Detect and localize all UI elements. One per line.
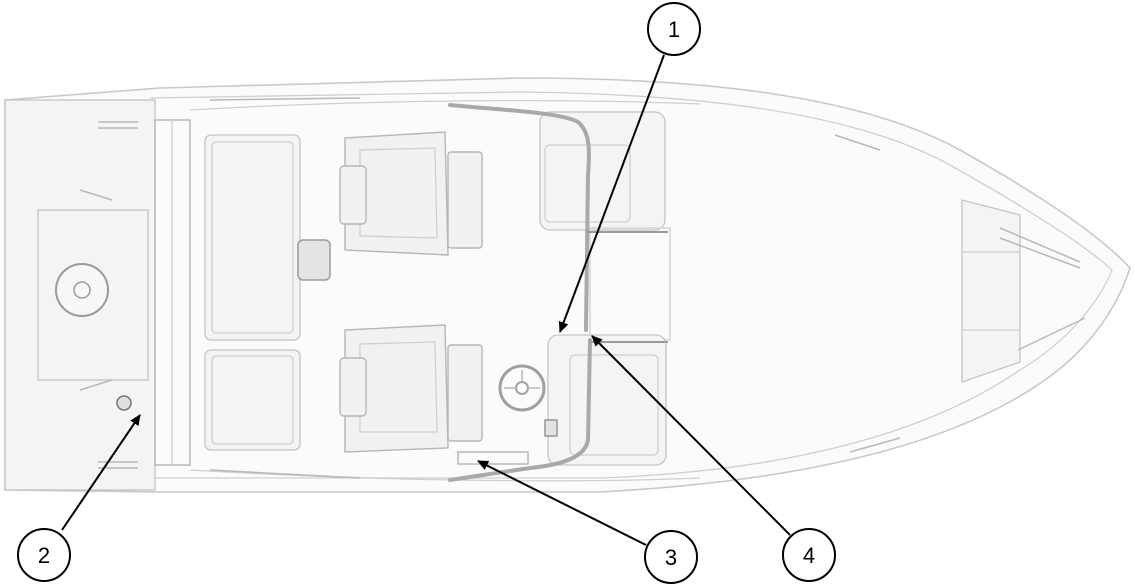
bow-deck-panel <box>961 199 1021 383</box>
deck-hatch <box>297 239 331 281</box>
rear-locker-top <box>204 134 301 341</box>
throttle-box <box>544 419 558 437</box>
transom-hatch-center <box>73 281 91 299</box>
grab-rail <box>448 103 592 482</box>
seat-top <box>339 131 483 256</box>
callout-1-leader <box>558 54 665 333</box>
callout-1: 1 <box>647 2 701 56</box>
callout-2-leader <box>61 414 141 531</box>
callout-3-number: 3 <box>665 545 677 570</box>
starboard-side-rail <box>209 437 901 479</box>
stbd-pedal-plate <box>457 451 529 465</box>
callout-2: 2 <box>17 528 71 582</box>
steering-spokes <box>504 370 540 389</box>
callout-4-number: 4 <box>803 543 815 568</box>
bow-deck-seam <box>962 251 1020 331</box>
callout-4: 4 <box>782 528 836 582</box>
hull-inner-line <box>149 91 1113 479</box>
bow-cleat-rail <box>999 227 1086 351</box>
console-bottom <box>547 334 667 466</box>
console-bottom-inner <box>569 354 659 456</box>
transom-hatch <box>55 263 109 317</box>
stern-cleats <box>79 121 138 469</box>
rear-locker-top-lid <box>211 141 294 334</box>
rear-locker-bottom <box>204 349 301 451</box>
console-top <box>539 111 666 231</box>
callout-3: 3 <box>644 530 698 584</box>
seat-bottom <box>339 324 483 453</box>
port-side-rail <box>209 97 881 151</box>
callout-2-number: 2 <box>38 543 50 568</box>
callout-4-leader <box>591 335 791 536</box>
callout-1-number: 1 <box>668 17 680 42</box>
rear-locker-bottom-lid <box>211 355 294 445</box>
steering-wheel <box>498 364 546 412</box>
fuel-cap <box>116 395 132 411</box>
rail-brace <box>586 231 668 343</box>
callout-3-leader <box>477 460 647 546</box>
